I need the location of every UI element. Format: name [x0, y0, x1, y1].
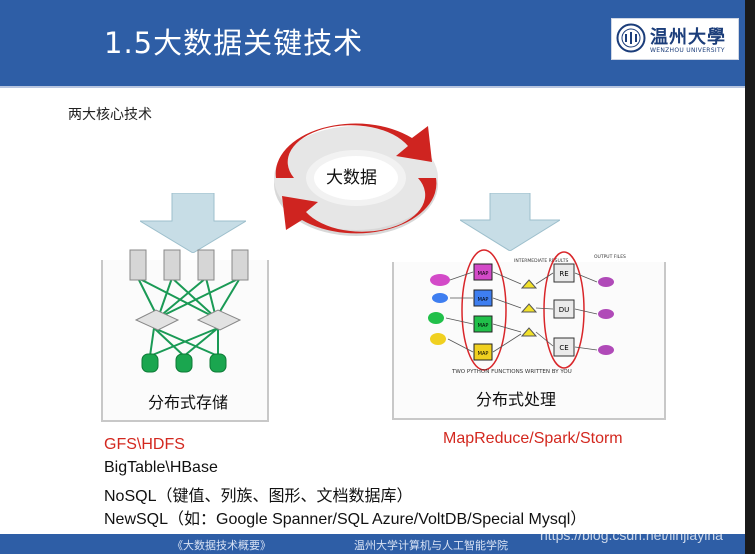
- university-logo: 温州大學 WENZHOU UNIVERSITY: [611, 18, 739, 60]
- logo-name-cn: 温州大學: [650, 27, 726, 48]
- cycle-ring-icon: [274, 123, 438, 236]
- switch-icon: [134, 309, 242, 331]
- storage-network-diagram: [129, 249, 249, 373]
- map-box-label: MAP: [478, 323, 489, 329]
- storage-tech-label: GFS\HDFS: [104, 436, 185, 453]
- processing-caption: 分布式处理: [476, 390, 557, 409]
- big-data-label: 大数据: [326, 168, 377, 188]
- map-box-label: MAP: [478, 297, 489, 303]
- output-note: OUTPUT FILES: [594, 254, 626, 260]
- reduce-box-label: DU: [559, 306, 570, 314]
- tech-line: NewSQL（如：Google Spanner/SQL Azure/VoltDB…: [104, 511, 587, 528]
- section-subtitle: 两大核心技术: [68, 107, 152, 123]
- reduce-box-label: CE: [559, 344, 568, 352]
- window-edge: [745, 0, 755, 554]
- mapreduce-diagram: MAP MAP MAP MAP INTERMEDIATE RESULTS RE …: [428, 249, 626, 375]
- header-divider: [0, 86, 755, 88]
- source-watermark: https://blog.csdn.net/linjiayina: [540, 527, 723, 543]
- map-box-label: MAP: [478, 271, 489, 277]
- intermediate-triangle-icon: [520, 279, 538, 337]
- disk-icon: [141, 353, 227, 373]
- map-box-label: MAP: [478, 351, 489, 357]
- output-blob-icon: [598, 277, 614, 355]
- intermediate-note: INTERMEDIATE RESULTS: [514, 258, 568, 264]
- seal-icon: [616, 23, 646, 53]
- footer-course-title: 《大数据技术概要》: [172, 539, 271, 552]
- input-blob-icon: [428, 274, 450, 345]
- server-icon: [129, 249, 249, 281]
- storage-caption: 分布式存储: [148, 393, 229, 412]
- footer-bar: [0, 534, 755, 554]
- logo-name-en: WENZHOU UNIVERSITY: [650, 47, 725, 54]
- processing-panel: [392, 262, 666, 420]
- down-arrow-icon: [140, 193, 246, 253]
- diagram-footnote: TWO PYTHON FUNCTIONS WRITTEN BY YOU: [451, 369, 572, 375]
- footer-school-name: 温州大学计算机与人工智能学院: [354, 539, 508, 552]
- reduce-box-label: RE: [559, 270, 568, 278]
- down-arrow-icon: [460, 193, 560, 251]
- tech-line: BigTable\HBase: [104, 459, 218, 476]
- tech-line: NoSQL（键值、列族、图形、文档数据库）: [104, 488, 413, 505]
- processing-tech-label: MapReduce/Spark/Storm: [443, 430, 623, 447]
- slide-title: 1.5大数据关键技术: [104, 26, 364, 60]
